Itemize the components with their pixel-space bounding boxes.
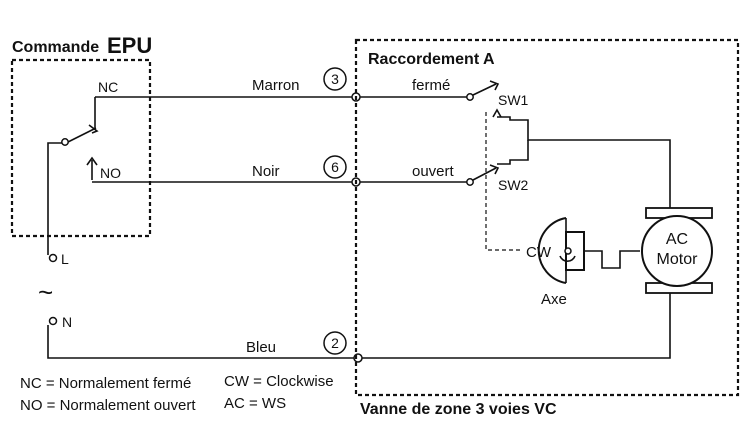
noir-label: Noir — [252, 163, 280, 180]
sw2-pivot — [466, 178, 474, 186]
connection-box-footer: Vanne de zone 3 voies VC — [360, 401, 557, 418]
legend-ac: AC = WS — [224, 395, 286, 412]
legend-no: NO = Normalement ouvert — [20, 397, 196, 414]
wire-number-2-badge — [323, 331, 347, 355]
axle-cam — [537, 217, 567, 284]
nc-contact-tip — [88, 124, 99, 134]
connection-box-title: Raccordement A — [368, 51, 495, 68]
no-contact-arrow — [86, 156, 98, 166]
n-wire — [47, 325, 356, 359]
open-label: ouvert — [412, 163, 455, 180]
sw2-blade — [472, 167, 497, 181]
closed-label: fermé — [412, 77, 450, 94]
legend: NC = Normalement fermé NO = Normalement … — [20, 373, 334, 414]
switch-common-wire — [497, 116, 671, 212]
wire-number-3-badge — [323, 67, 347, 91]
epu-title-prefix: Commande — [12, 39, 99, 56]
epu-title-main: EPU — [107, 33, 152, 58]
epu-switch-blade — [67, 127, 97, 143]
cw-rotation-arrow — [559, 255, 576, 262]
motor-label-line1: AC — [666, 231, 688, 248]
axle-center — [564, 247, 572, 255]
motor-label-line2: Motor — [657, 251, 699, 268]
legend-nc: NC = Normalement fermé — [20, 375, 191, 392]
bleu-wire-inner — [362, 292, 671, 359]
ac-symbol: ~ — [38, 277, 53, 307]
l-wire — [47, 142, 62, 255]
cw-label: CW — [526, 244, 552, 261]
l-terminal — [48, 253, 58, 263]
epu-box-border — [10, 58, 152, 238]
wire-number-6-badge — [323, 155, 347, 179]
ac-motor — [641, 215, 713, 287]
connection-box-border — [354, 38, 740, 397]
n-terminal — [48, 316, 58, 326]
sw1-pivot — [466, 93, 474, 101]
connection-box: Raccordement A Vanne de zone 3 voies VC … — [354, 38, 740, 418]
wire-number-3: 3 — [331, 71, 339, 87]
sw1-label: SW1 — [498, 92, 529, 108]
wire-number-6: 6 — [331, 159, 339, 175]
legend-cw: CW = Clockwise — [224, 373, 334, 390]
epu-switch-pivot — [61, 138, 69, 146]
axis-label: Axe — [541, 291, 567, 308]
epu-box: Commande EPU NC NO — [10, 33, 152, 238]
bleu-label: Bleu — [246, 339, 276, 356]
no-label: NO — [100, 165, 121, 181]
mechanical-link — [485, 112, 520, 251]
sw2-label: SW2 — [498, 177, 529, 193]
sw1-blade — [472, 83, 497, 96]
shaft-coupling — [584, 250, 640, 269]
sw2-tip — [489, 164, 500, 175]
switch-common-lower — [497, 140, 529, 165]
marron-label: Marron — [252, 77, 300, 94]
sw1-tip — [489, 80, 500, 91]
nc-label: NC — [98, 79, 118, 95]
sw1-arrow — [492, 108, 502, 118]
n-label: N — [62, 314, 72, 330]
wire-number-2: 2 — [331, 335, 339, 351]
l-label: L — [61, 251, 69, 267]
